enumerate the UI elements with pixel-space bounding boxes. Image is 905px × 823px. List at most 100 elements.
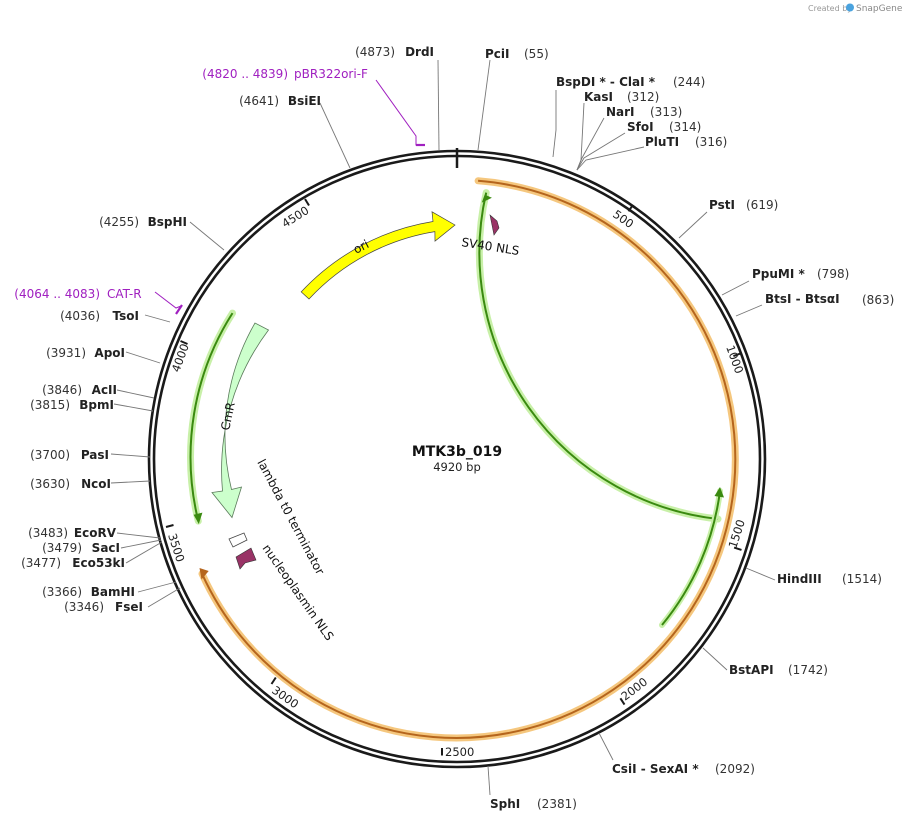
- tick-mark-4000: [180, 340, 188, 345]
- feature-tracks: [187, 177, 739, 742]
- feature-label-cmr: CmR: [218, 401, 238, 432]
- credit-prefix: Created by: [808, 4, 852, 13]
- tick-mark-3500: [165, 524, 174, 528]
- site-pos-bsiei: (4641): [239, 94, 279, 108]
- backbone: [147, 148, 767, 769]
- leader-saci: [120, 539, 162, 549]
- feature-label-nucleoplasmin-nls: nucleoplasmin NLS: [260, 542, 337, 644]
- leader-psti: [678, 211, 708, 239]
- tick-mark-3000: [270, 676, 277, 685]
- site-name-ncoi: NcoI: [81, 477, 111, 491]
- site-name-hindiii: HindIII: [777, 572, 822, 586]
- site-name-btsi: BtsI - BtsαI: [765, 292, 840, 306]
- site-pos-nari: (313): [650, 105, 682, 119]
- site-name-csii-sexai: CsiI - SexAI *: [612, 762, 699, 776]
- site-pos-pasi: (3700): [30, 448, 70, 462]
- site-pos-btsi: (863): [862, 293, 894, 307]
- green-feature-left-arc: [189, 312, 234, 522]
- site-pos-tsoi: (4036): [60, 309, 100, 323]
- green-feature-left-arrowhead: [193, 512, 203, 524]
- tick-mark-1500: [733, 546, 742, 551]
- leader-tsoi: [144, 314, 171, 323]
- site-pos-sphi: (2381): [537, 797, 577, 811]
- leader-pcii: [477, 59, 491, 151]
- site-pos-acii: (3846): [42, 383, 82, 397]
- lambda-t0-terminator-feature: [228, 532, 248, 548]
- site-name-bpmi: BpmI: [79, 398, 114, 412]
- site-name-pcii: PciI: [485, 47, 510, 61]
- leader-apoi: [125, 351, 161, 364]
- green-feature-right-arrowhead: [481, 194, 492, 203]
- site-pos-apoi: (3931): [46, 346, 86, 360]
- site-name-tsoi: TsoI: [113, 309, 139, 323]
- leader-ncoi: [110, 480, 151, 484]
- site-pos-bpmi: (3815): [30, 398, 70, 412]
- tick-mark-2000: [619, 697, 626, 706]
- site-pos-bsphi: (4255): [99, 215, 139, 229]
- site-name-kasi: KasI: [584, 90, 613, 104]
- primer-name-cat-r: CAT-R: [107, 287, 142, 301]
- leader-nari: [576, 117, 605, 171]
- green-feature-right-arc: [478, 192, 719, 520]
- tick-label-4500: 4500: [279, 203, 311, 230]
- site-pos-pluti: (316): [695, 135, 727, 149]
- leader-bpmi: [113, 403, 154, 412]
- feature-label-lambda-t0: lambda t0 terminator: [254, 457, 327, 577]
- site-pos-kasi: (312): [627, 90, 659, 104]
- leader-bsphi: [189, 221, 225, 251]
- orange-feature-arrowhead: [199, 568, 209, 580]
- site-name-bsiei: BsiEI: [288, 94, 321, 108]
- leader-drdi: [437, 59, 440, 151]
- leader-fsei: [147, 587, 181, 608]
- leader-acii: [116, 389, 155, 399]
- site-pos-hindiii: (1514): [842, 572, 882, 586]
- leader-btsi: [735, 304, 763, 317]
- nucleoplasmin-nls-feature: [235, 547, 257, 570]
- site-pos-drdi: (4873): [355, 45, 395, 59]
- map-title: MTK3b_019: [412, 444, 502, 460]
- site-name-bamhi: BamHI: [91, 585, 135, 599]
- scale-ticks: 500 1000 1500 2000 2500 3000 3500 4000 4…: [165, 198, 748, 759]
- leader-eco53ki: [125, 541, 163, 564]
- site-pos-ecorv: (3483): [28, 526, 68, 540]
- site-name-nari: NarI: [606, 105, 635, 119]
- feature-label-sv40-nls: SV40 NLS: [461, 235, 521, 258]
- snapgene-logo-icon: [846, 3, 854, 12]
- site-name-apoi: ApoI: [94, 346, 125, 360]
- map-length: 4920 bp: [433, 460, 481, 474]
- sv40-nls-feature: [489, 214, 500, 236]
- site-pos-ppumi: (798): [817, 267, 849, 281]
- tick-label-4000: 4000: [169, 342, 192, 374]
- map-center: MTK3b_019 4920 bp: [412, 444, 502, 474]
- site-name-ppumi: PpuMI *: [752, 267, 806, 281]
- site-name-psti: PstI: [709, 198, 735, 212]
- site-pos-csii-sexai: (2092): [715, 762, 755, 776]
- feature-labels: ori SV40 NLS CmR lambda t0 terminator nu…: [218, 235, 520, 643]
- site-labels: PciI (55) BspDI * - ClaI * (244) KasI (3…: [14, 45, 894, 811]
- site-pos-psti: (619): [746, 198, 778, 212]
- site-name-bspdi-clai: BspDI * - ClaI *: [556, 75, 656, 89]
- feature-label-ori: ori: [351, 237, 371, 257]
- site-leader-lines: [110, 59, 776, 796]
- site-name-pasi: PasI: [81, 448, 109, 462]
- site-pos-ncoi: (3630): [30, 477, 70, 491]
- site-pos-saci: (3479): [42, 541, 82, 555]
- leader-ppumi: [721, 280, 750, 296]
- green-feature-inner-arrowhead: [714, 487, 724, 498]
- green-feature-inner-arc: [661, 490, 721, 626]
- site-name-eco53ki: Eco53kI: [72, 556, 125, 570]
- site-name-fsei: FseI: [115, 600, 143, 614]
- snapgene-credit: Created by SnapGene: [808, 3, 903, 14]
- tick-label-1000: 1000: [723, 343, 746, 375]
- tick-mark-500: [627, 204, 634, 212]
- site-name-drdi: DrdI: [405, 45, 434, 59]
- site-pos-pcii: (55): [524, 47, 549, 61]
- leader-ecorv: [116, 532, 161, 539]
- site-name-acii: AcII: [92, 383, 117, 397]
- site-name-pluti: PluTI: [645, 135, 679, 149]
- leader-bstapi: [702, 647, 728, 671]
- site-name-sfoi: SfoI: [627, 120, 654, 134]
- orange-feature-arc: [201, 179, 737, 739]
- site-pos-bspdi-clai: (244): [673, 75, 705, 89]
- site-pos-sfoi: (314): [669, 120, 701, 134]
